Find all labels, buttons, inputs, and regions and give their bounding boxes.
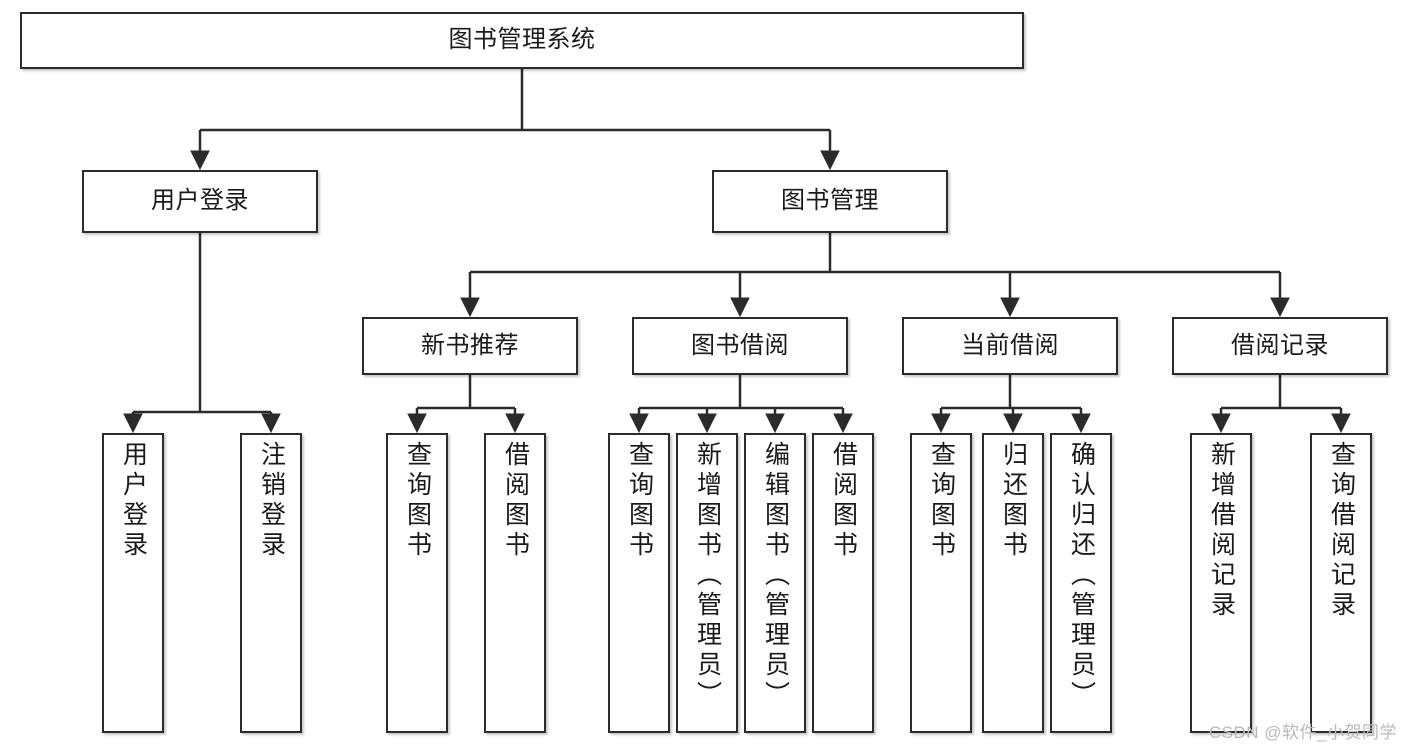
- arrowhead-icon: [1003, 413, 1023, 434]
- node-leaf-add-record[interactable]: 新增借阅记录: [1190, 433, 1252, 733]
- arrowhead-icon: [765, 413, 785, 434]
- arrowhead-icon: [833, 413, 853, 434]
- connector-group-user-login: [123, 233, 281, 434]
- node-label-leaf-borrow-book-1: 借阅图书: [501, 441, 530, 561]
- connector-group-current-borrow: [931, 375, 1091, 434]
- arrowhead-icon: [1270, 297, 1290, 318]
- arrowhead-icon: [1331, 413, 1351, 434]
- node-leaf-query-book-3[interactable]: 查询图书: [910, 433, 972, 733]
- arrowhead-icon: [407, 413, 427, 434]
- connector-group-new-book-rec: [407, 375, 525, 434]
- arrowhead-icon: [505, 413, 525, 434]
- node-label-leaf-add-book: 新增图书（管理员）: [693, 441, 722, 711]
- node-leaf-query-book-1[interactable]: 查询图书: [386, 433, 448, 733]
- node-label-user-login: 用户登录: [151, 187, 249, 215]
- node-leaf-logout[interactable]: 注销登录: [240, 433, 302, 733]
- node-leaf-confirm-return[interactable]: 确认归还（管理员）: [1050, 433, 1112, 733]
- node-label-book-borrow: 图书借阅: [691, 331, 789, 359]
- node-leaf-query-book-2[interactable]: 查询图书: [608, 433, 670, 733]
- node-leaf-borrow-book-1[interactable]: 借阅图书: [484, 433, 546, 733]
- connector-group-root: [190, 69, 840, 171]
- node-leaf-query-record[interactable]: 查询借阅记录: [1310, 433, 1372, 733]
- arrowhead-icon: [190, 150, 210, 171]
- node-label-leaf-add-record: 新增借阅记录: [1207, 441, 1236, 621]
- arrowhead-icon: [123, 413, 143, 434]
- arrowhead-icon: [629, 413, 649, 434]
- node-label-borrow-record: 借阅记录: [1231, 331, 1329, 359]
- node-leaf-borrow-book-2[interactable]: 借阅图书: [812, 433, 874, 733]
- node-current-borrow[interactable]: 当前借阅: [902, 317, 1118, 375]
- node-label-leaf-user-login: 用户登录: [119, 441, 148, 561]
- node-leaf-user-login[interactable]: 用户登录: [102, 433, 164, 733]
- node-new-book-rec[interactable]: 新书推荐: [362, 317, 578, 375]
- arrowhead-icon: [1071, 413, 1091, 434]
- node-leaf-return-book[interactable]: 归还图书: [982, 433, 1044, 733]
- node-label-current-borrow: 当前借阅: [961, 331, 1059, 359]
- arrowhead-icon: [931, 413, 951, 434]
- node-label-leaf-confirm-return: 确认归还（管理员）: [1067, 441, 1096, 711]
- connector-group-book-manage: [460, 233, 1290, 318]
- node-label-root: 图书管理系统: [448, 26, 596, 54]
- node-borrow-record[interactable]: 借阅记录: [1172, 317, 1388, 375]
- node-label-new-book-rec: 新书推荐: [421, 331, 519, 359]
- arrowhead-icon: [1000, 297, 1020, 318]
- node-label-leaf-query-book-1: 查询图书: [403, 441, 432, 561]
- node-leaf-add-book[interactable]: 新增图书（管理员）: [676, 433, 738, 733]
- watermark-text: CSDN @软件_小贺同学: [1208, 723, 1397, 742]
- node-book-manage[interactable]: 图书管理: [712, 170, 948, 233]
- node-leaf-edit-book[interactable]: 编辑图书（管理员）: [744, 433, 806, 733]
- arrowhead-icon: [460, 297, 480, 318]
- arrowhead-icon: [820, 150, 840, 171]
- arrowhead-icon: [697, 413, 717, 434]
- node-label-leaf-edit-book: 编辑图书（管理员）: [761, 441, 790, 711]
- node-user-login[interactable]: 用户登录: [82, 170, 318, 233]
- node-label-leaf-query-book-3: 查询图书: [927, 441, 956, 561]
- arrowhead-icon: [261, 413, 281, 434]
- node-label-book-manage: 图书管理: [781, 187, 879, 215]
- node-book-borrow[interactable]: 图书借阅: [632, 317, 848, 375]
- node-label-leaf-return-book: 归还图书: [999, 441, 1028, 561]
- node-label-leaf-logout: 注销登录: [257, 441, 286, 561]
- node-label-leaf-borrow-book-2: 借阅图书: [829, 441, 858, 561]
- node-root[interactable]: 图书管理系统: [20, 12, 1024, 69]
- arrowhead-icon: [730, 297, 750, 318]
- arrowhead-icon: [1211, 413, 1231, 434]
- connector-group-book-borrow: [629, 375, 853, 434]
- node-label-leaf-query-record: 查询借阅记录: [1327, 441, 1356, 621]
- node-label-leaf-query-book-2: 查询图书: [625, 441, 654, 561]
- connector-group-borrow-record: [1211, 375, 1351, 434]
